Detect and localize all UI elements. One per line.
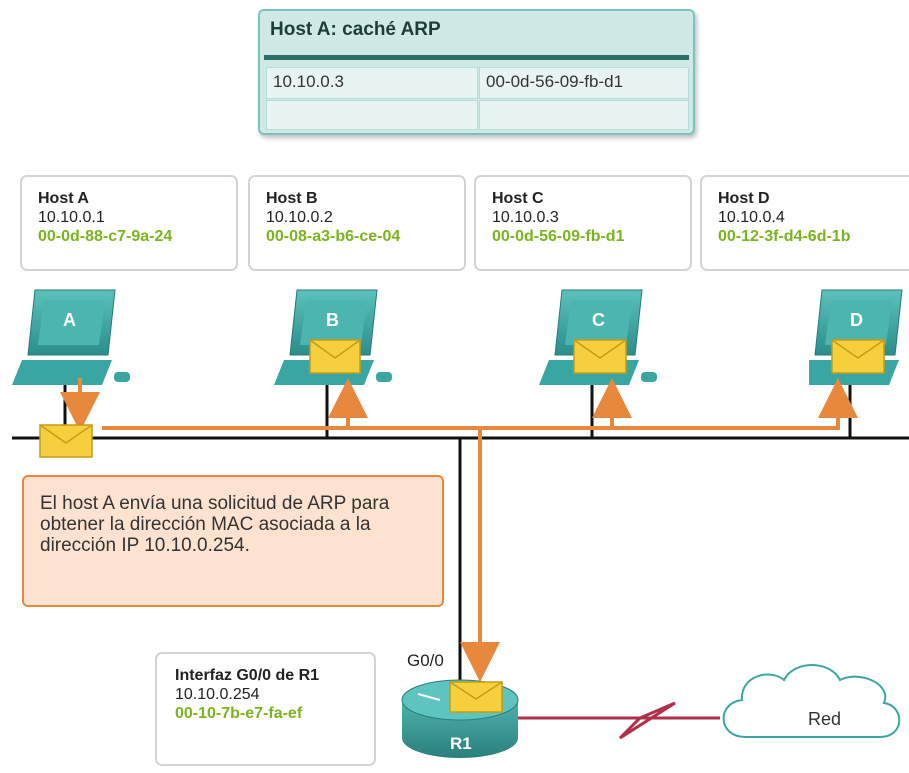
router-interface-name: Interfaz G0/0 de R1 — [175, 667, 320, 684]
router-label: R1 — [450, 734, 472, 753]
router-port-label: G0/0 — [407, 651, 444, 670]
host-mac: 00-0d-88-c7-9a-24 — [38, 228, 173, 245]
computer-d-label: D — [850, 310, 863, 330]
router-mac: 00-10-7b-e7-fa-ef — [175, 705, 303, 722]
envelope-icon — [831, 339, 885, 374]
arp-cache-ip-cell: 10.10.0.3 — [266, 67, 478, 99]
arp-cache-title: Host A: caché ARP — [270, 19, 441, 40]
envelope-icon — [309, 339, 361, 374]
host-ip: 10.10.0.2 — [266, 209, 333, 226]
arp-cache-mac-cell-empty — [479, 100, 689, 130]
host-name: Host C — [492, 190, 544, 207]
computer-b-icon — [274, 289, 392, 385]
host-a-info: Host A 10.10.0.1 00-0d-88-c7-9a-24 — [20, 175, 238, 271]
host-mac: 00-08-a3-b6-ce-04 — [266, 228, 401, 245]
arrow-broadcast — [102, 378, 858, 430]
host-b-info: Host B 10.10.0.2 00-08-a3-b6-ce-04 — [248, 175, 466, 271]
host-mac: 00-0d-56-09-fb-d1 — [492, 228, 625, 245]
host-ip: 10.10.0.1 — [38, 209, 105, 226]
host-mac: 00-12-3f-d4-6d-1b — [718, 228, 851, 245]
router-ip: 10.10.0.254 — [175, 686, 260, 703]
host-name: Host B — [266, 190, 318, 207]
host-ip: 10.10.0.3 — [492, 209, 559, 226]
envelope-icon — [573, 339, 627, 374]
arp-cache-mac-cell: 00-0d-56-09-fb-d1 — [479, 67, 689, 99]
host-ip: 10.10.0.4 — [718, 209, 785, 226]
envelope-icon — [39, 424, 93, 458]
envelope-icon — [449, 681, 503, 713]
arp-cache-table: Host A: caché ARP 10.10.0.3 00-0d-56-09-… — [258, 9, 695, 135]
arp-cache-header-bar — [264, 55, 689, 60]
cloud-icon — [722, 664, 901, 738]
explanation-callout: El host A envía una solicitud de ARP par… — [22, 475, 444, 607]
host-d-info: Host D 10.10.0.4 00-12-3f-d4-6d-1b — [700, 175, 909, 271]
computer-b-label: B — [326, 310, 339, 330]
host-name: Host A — [38, 190, 89, 207]
host-c-info: Host C 10.10.0.3 00-0d-56-09-fb-d1 — [474, 175, 692, 271]
wan-link — [518, 701, 720, 740]
computer-c-label: C — [592, 310, 605, 330]
computer-a-label: A — [63, 310, 76, 330]
cloud-label: Red — [808, 709, 842, 729]
host-name: Host D — [718, 190, 770, 207]
router-interface-info: Interfaz G0/0 de R1 10.10.0.254 00-10-7b… — [155, 652, 376, 766]
computer-a-icon — [12, 289, 130, 385]
arp-cache-ip-cell-empty — [266, 100, 478, 130]
